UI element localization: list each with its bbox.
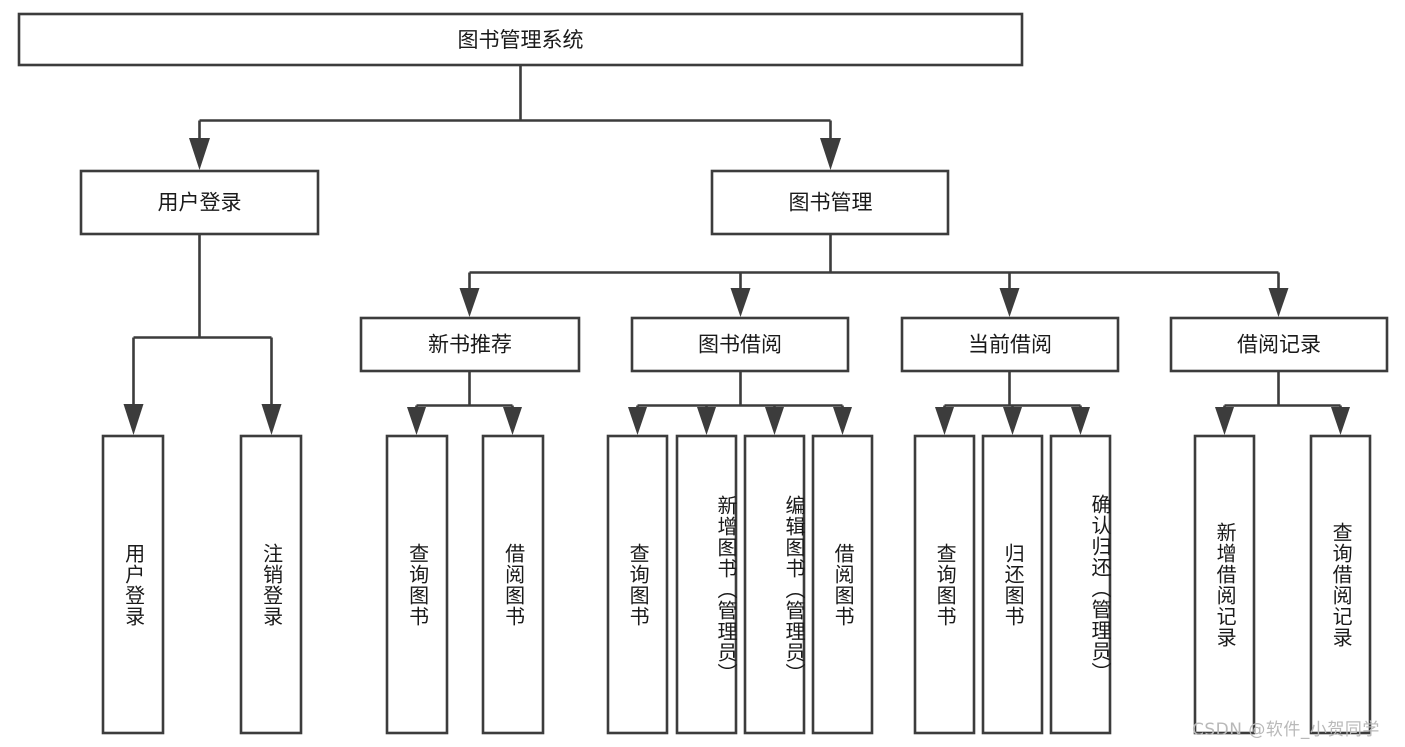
leaf-add-record-box[interactable] bbox=[1193, 434, 1256, 735]
node-user-login-label: 用户登录 bbox=[158, 191, 242, 215]
node-borrow-record-label: 借阅记录 bbox=[1237, 333, 1321, 357]
node-book-borrow-box[interactable] bbox=[630, 316, 850, 373]
arrow-head-leaf-confirm-return bbox=[1071, 407, 1090, 435]
edge-newbook-to-bus bbox=[415, 371, 514, 410]
leaf-borrow-book-2-box[interactable] bbox=[811, 434, 874, 735]
node-new-book-recommend[interactable]: 新书推荐 bbox=[359, 316, 581, 373]
connector-layer bbox=[123, 65, 1350, 435]
leaf-user-login-box[interactable] bbox=[101, 434, 165, 735]
arrow-head-leaf-add-book bbox=[697, 407, 716, 435]
node-book-borrow[interactable]: 图书借阅 bbox=[630, 316, 850, 373]
arrow-head-user-login bbox=[189, 138, 210, 170]
arrow-head-leaf-query-book-3 bbox=[935, 407, 954, 435]
node-root[interactable]: 图书管理系统 bbox=[17, 12, 1024, 67]
node-current-borrow-label: 当前借阅 bbox=[968, 333, 1052, 357]
node-user-login[interactable]: 用户登录 bbox=[79, 169, 320, 236]
node-borrow-record-box[interactable] bbox=[1169, 316, 1389, 373]
arrow-head-borrow-record bbox=[1268, 288, 1289, 317]
edge-borrowrecord-to-bus bbox=[1223, 371, 1342, 410]
arrow-head-leaf-borrow-book-1 bbox=[503, 407, 522, 435]
leaf-borrow-book-1-box[interactable] bbox=[481, 434, 545, 735]
arrow-head-new-book-recommend bbox=[459, 288, 480, 317]
edge-bookborrow-to-bus bbox=[636, 371, 844, 410]
leaf-user-logout-box[interactable] bbox=[239, 434, 303, 735]
node-book-manage[interactable]: 图书管理 bbox=[710, 169, 950, 236]
leaf-edit-book-box[interactable] bbox=[743, 434, 806, 735]
edge-currentborrow-to-bus bbox=[943, 371, 1082, 410]
leaf-query-book-2-box[interactable] bbox=[606, 434, 669, 735]
arrow-head-current-borrow bbox=[999, 288, 1020, 317]
leaf-query-book-1-box[interactable] bbox=[385, 434, 449, 735]
arrow-head-book-manage bbox=[820, 138, 841, 170]
arrow-head-leaf-return-book bbox=[1003, 407, 1022, 435]
csdn-watermark: CSDN @软件_小贺同学 bbox=[1192, 720, 1380, 740]
leaf-confirm-return-box[interactable] bbox=[1049, 434, 1112, 735]
arrow-head-leaf-user-login bbox=[123, 404, 144, 435]
arrow-head-book-borrow bbox=[730, 288, 751, 317]
node-current-borrow-box[interactable] bbox=[900, 316, 1120, 373]
node-book-manage-box[interactable] bbox=[710, 169, 950, 236]
edge-userlogin-to-bus bbox=[132, 234, 273, 406]
arrow-head-leaf-query-book-2 bbox=[628, 407, 647, 435]
edge-bookmanage-to-bus bbox=[468, 234, 1280, 291]
node-book-manage-label: 图书管理 bbox=[789, 191, 873, 215]
node-root-box[interactable] bbox=[17, 12, 1024, 67]
arrow-head-leaf-query-record bbox=[1331, 407, 1350, 435]
leaf-return-book-box[interactable] bbox=[981, 434, 1044, 735]
leaf-box-layer bbox=[101, 434, 1372, 735]
leaf-query-record-box[interactable] bbox=[1309, 434, 1372, 735]
node-book-borrow-label: 图书借阅 bbox=[698, 333, 782, 357]
node-new-book-recommend-label: 新书推荐 bbox=[428, 333, 512, 357]
node-root-label: 图书管理系统 bbox=[458, 28, 584, 52]
node-borrow-record[interactable]: 借阅记录 bbox=[1169, 316, 1389, 373]
leaf-add-book-box[interactable] bbox=[675, 434, 738, 735]
arrow-head-leaf-user-logout bbox=[261, 404, 282, 435]
leaf-query-book-3-box[interactable] bbox=[913, 434, 976, 735]
arrow-head-leaf-add-record bbox=[1215, 407, 1234, 435]
node-user-login-box[interactable] bbox=[79, 169, 320, 236]
arrow-head-leaf-edit-book bbox=[765, 407, 784, 435]
node-current-borrow[interactable]: 当前借阅 bbox=[900, 316, 1120, 373]
arrow-head-leaf-borrow-book-2 bbox=[833, 407, 852, 435]
edge-root-to-bus bbox=[198, 65, 832, 140]
node-new-book-recommend-box[interactable] bbox=[359, 316, 581, 373]
arrow-head-leaf-query-book-1 bbox=[407, 407, 426, 435]
